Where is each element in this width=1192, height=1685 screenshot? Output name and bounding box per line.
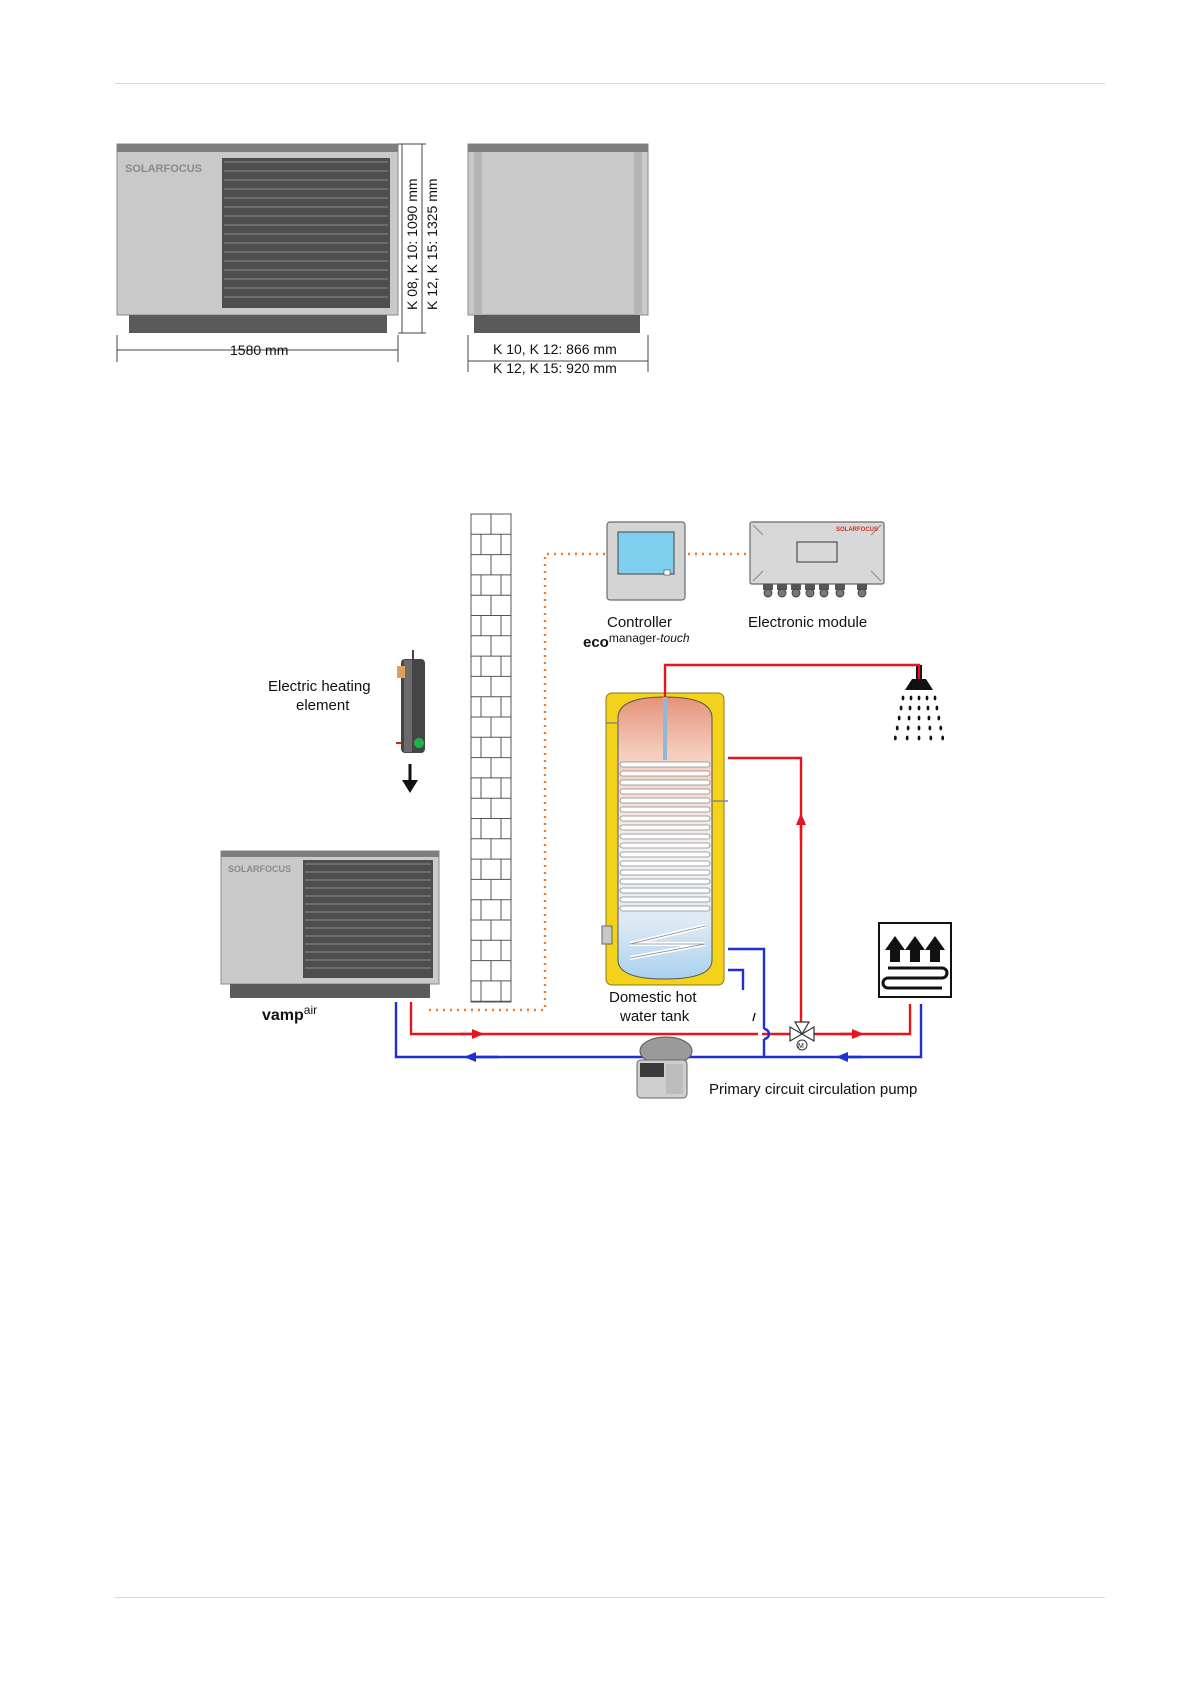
dimensions-figure: SOLARFOCUS 1580 mm K 08, K 10: 1090 mm K…	[0, 0, 1192, 400]
width-label: 1580 mm	[230, 342, 288, 358]
heat-pump-side-view	[468, 144, 648, 333]
small-check-mark	[753, 1013, 755, 1021]
pump-label: Primary circuit circulation pump	[709, 1081, 917, 1098]
footer-rule	[115, 1597, 1105, 1598]
height-label-2: K 12, K 15: 1325 mm	[424, 178, 440, 310]
valve-motor-symbol: M	[798, 1043, 804, 1050]
depth-label-2: K 12, K 15: 920 mm	[493, 360, 617, 376]
controller-label: Controller	[607, 614, 672, 631]
depth-label-1: K 10, K 12: 866 mm	[493, 341, 617, 357]
module-brand: SOLARFOCUS	[836, 527, 878, 533]
height-label-1: K 08, K 10: 1090 mm	[404, 178, 420, 310]
heat-pump-front-view: SOLARFOCUS	[117, 144, 398, 333]
controller-unit	[607, 522, 685, 600]
touch-text: touch	[660, 631, 690, 645]
vamp-text: vamp	[262, 1007, 304, 1024]
electronic-module-label: Electronic module	[748, 614, 867, 631]
domestic-hot-water-tank	[602, 693, 728, 985]
brick-wall	[471, 514, 511, 1002]
air-text: air	[304, 1003, 317, 1017]
vamp-air-label: vampair	[262, 1003, 317, 1024]
manager-text: manager-	[609, 631, 660, 645]
front-brand: SOLARFOCUS	[125, 163, 202, 175]
tank-label-2: water tank	[619, 1008, 690, 1025]
tank-label-1: Domestic hot	[609, 989, 697, 1006]
system-schematic: Controller ecomanager-touch SOLARFOCUS E…	[0, 500, 1192, 1140]
heating-element-label-1: Electric heating	[268, 678, 371, 695]
heat-pump-brand: SOLARFOCUS	[228, 864, 291, 874]
controller-product-name: ecomanager-touch	[583, 631, 690, 651]
cable-glands	[763, 584, 867, 597]
electric-heating-element	[396, 650, 425, 793]
three-way-valve: M	[790, 1022, 814, 1050]
underfloor-heating-icon	[879, 923, 951, 997]
eco-text: eco	[583, 634, 609, 651]
electronic-module-box: SOLARFOCUS	[750, 522, 884, 597]
heat-pump-unit: SOLARFOCUS	[221, 851, 439, 998]
heating-element-label-2: element	[296, 697, 350, 714]
circulation-pump	[637, 1037, 692, 1098]
